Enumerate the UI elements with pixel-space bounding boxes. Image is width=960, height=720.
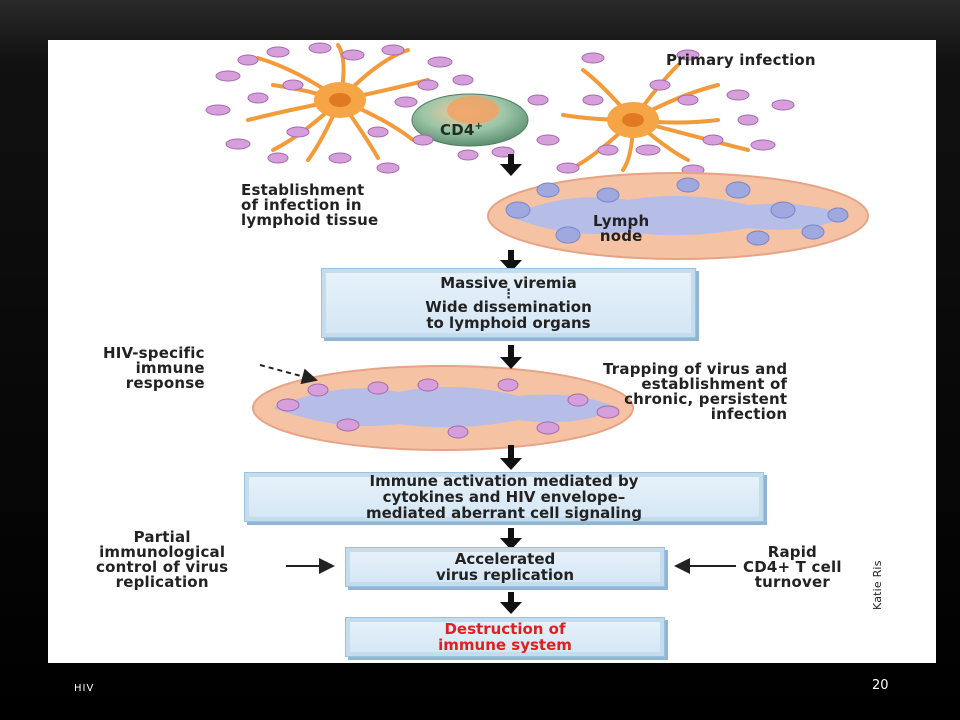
immune-activation-text: Immune activation mediated by cytokines …	[365, 472, 642, 522]
box-immune-activation: Immune activation mediated by cytokines …	[244, 472, 764, 522]
footer-title: HIV	[74, 683, 95, 694]
hiv-specific-label: HIV-specific immune response	[103, 344, 205, 392]
lymph-node-upper	[487, 172, 869, 260]
cd4-t-cell	[411, 93, 529, 147]
massive-viremia-text: Massive viremia	[440, 274, 577, 292]
box-viremia-dissemination: Massive viremia ⋮ Wide dissemination to …	[321, 268, 696, 338]
rapid-turnover-label: Rapid CD4+ T cell turnover	[743, 543, 842, 591]
lymph-node-label: Lymph node	[593, 212, 650, 245]
partial-control-label: Partial immunological control of virus r…	[96, 528, 229, 591]
cd4-label: CD4+	[440, 119, 483, 138]
figure-illustration	[205, 42, 869, 614]
accelerated-replication-text: Accelerated virus replication	[435, 550, 575, 584]
side-arrows	[259, 364, 736, 574]
artist-signature: Katie Ris	[871, 560, 884, 610]
cd4-text: CD4	[440, 121, 475, 139]
primary-infection-label: Primary infection	[666, 51, 816, 69]
dotted-arrow-icon: ⋮	[502, 287, 515, 302]
trapping-label: Trapping of virus and establishment of c…	[603, 360, 788, 423]
flow-arrows	[500, 154, 522, 614]
box-accelerated-replication: Accelerated virus replication	[345, 547, 665, 587]
cd4-superscript: +	[474, 121, 484, 132]
wide-dissemination-text: Wide dissemination to lymphoid organs	[425, 298, 592, 332]
hiv-pathogenesis-figure: Primary infection CD4+ Establishment of …	[48, 40, 936, 663]
dendritic-cell-right	[561, 63, 750, 172]
lymph-node-lower	[252, 365, 634, 451]
page-number: 20	[872, 678, 889, 693]
box-destruction: Destruction of immune system	[345, 617, 665, 657]
dendritic-cell-left	[246, 43, 430, 162]
establishment-label: Establishment of infection in lymphoid t…	[241, 181, 379, 229]
destruction-text: Destruction of immune system	[438, 620, 572, 654]
